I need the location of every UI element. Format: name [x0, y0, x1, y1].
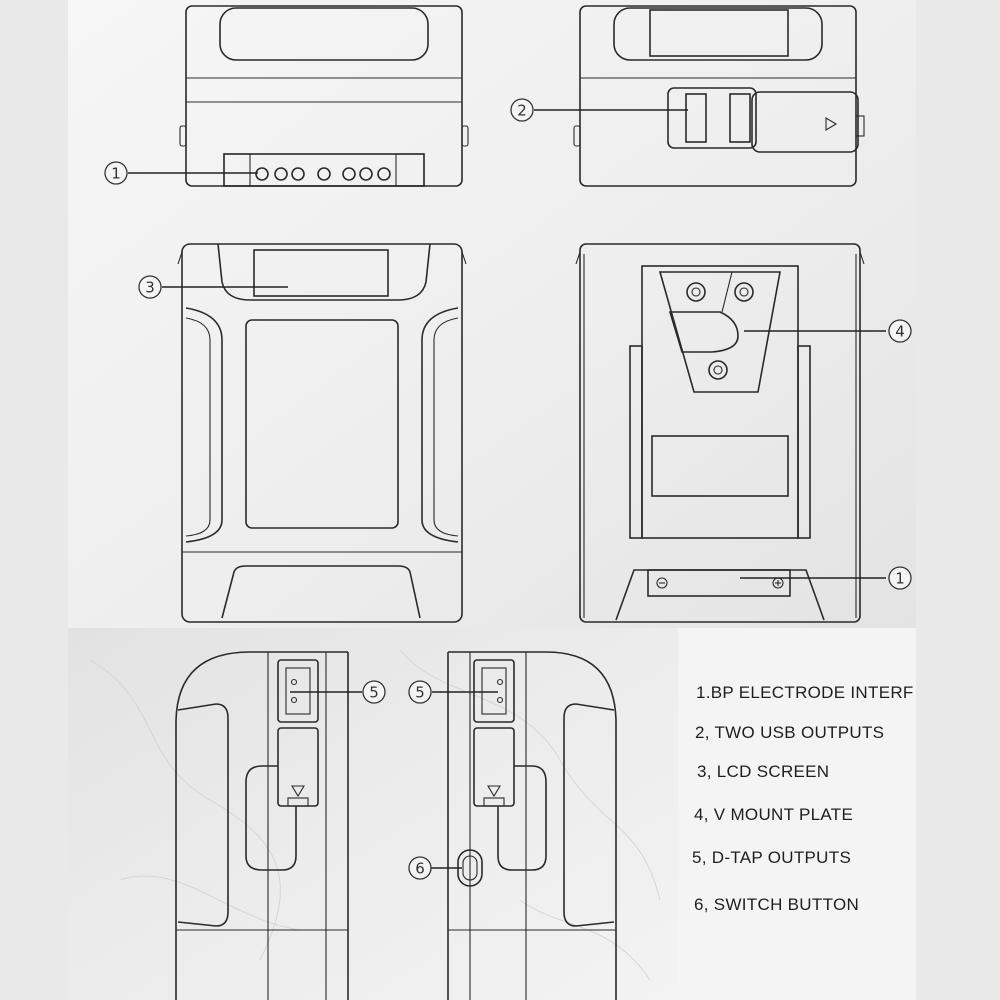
svg-text:6: 6	[415, 860, 425, 878]
callout-1b: 1	[888, 566, 912, 590]
callout-3: 3	[138, 275, 162, 299]
callout-6: 6	[408, 856, 432, 880]
diagram-panel	[68, 0, 916, 628]
view-top-left	[179, 5, 469, 187]
terminal-pins	[255, 167, 391, 181]
callout-5a: 5	[362, 680, 386, 704]
view-top-right	[573, 5, 865, 187]
svg-text:5: 5	[369, 684, 379, 702]
svg-text:1: 1	[895, 570, 905, 588]
view-side-left	[175, 651, 349, 1000]
callout-5b: 5	[408, 680, 432, 704]
svg-text:4: 4	[895, 323, 905, 341]
view-v-mount	[575, 243, 865, 623]
svg-text:3: 3	[145, 279, 155, 297]
legend-panel	[678, 628, 916, 1000]
callout-4: 4	[888, 319, 912, 343]
leader-lines	[128, 109, 886, 869]
callout-1a: 1	[104, 161, 128, 185]
view-front	[177, 243, 467, 623]
marble-veins	[89, 649, 661, 981]
callout-2: 2	[510, 98, 534, 122]
svg-text:2: 2	[517, 102, 527, 120]
svg-text:5: 5	[415, 684, 425, 702]
svg-text:1: 1	[111, 165, 121, 183]
